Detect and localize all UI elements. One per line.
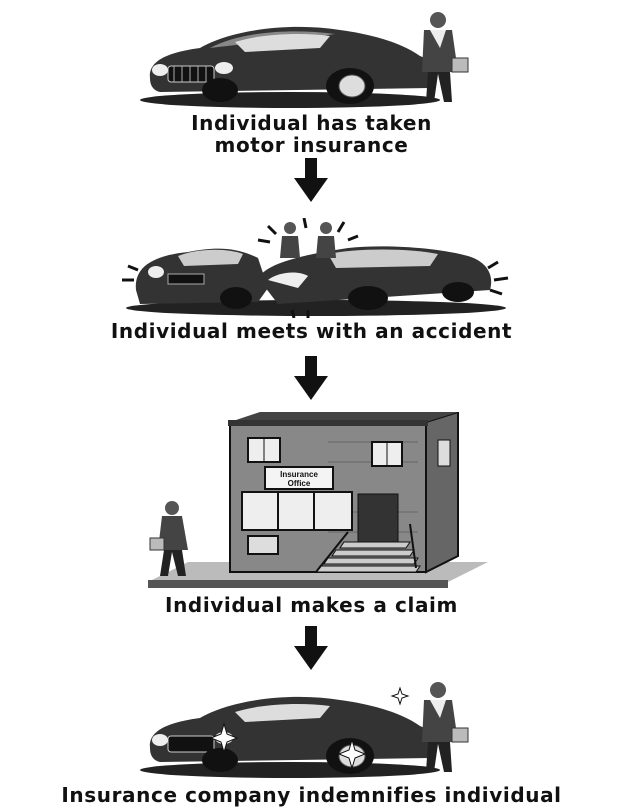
step-4-caption: Insurance company indemnifies individual [0, 784, 623, 806]
down-arrow-icon [294, 356, 328, 400]
caption-line: Individual has taken [191, 111, 432, 135]
sign-line: Office [287, 479, 311, 488]
down-arrow-icon [294, 158, 328, 202]
car-accident-icon [122, 218, 509, 318]
insurance-office-icon: Insurance Office [148, 412, 488, 588]
down-arrow-icon [294, 626, 328, 670]
insurance-office-sign: Insurance Office [264, 466, 334, 490]
step-2-caption: Individual meets with an accident [0, 320, 623, 342]
shiny-car-with-person-icon [140, 682, 469, 778]
caption-line: Individual meets with an accident [110, 319, 513, 343]
step-3-caption: Individual makes a claim [0, 594, 623, 616]
caption-line: motor insurance [214, 133, 409, 157]
caption-line: Insurance company indemnifies individual [61, 783, 562, 807]
sign-line: Insurance [280, 470, 318, 479]
step-1-caption: Individual has taken motor insurance [0, 112, 623, 156]
car-with-person-icon [140, 12, 469, 108]
caption-line: Individual makes a claim [165, 593, 458, 617]
